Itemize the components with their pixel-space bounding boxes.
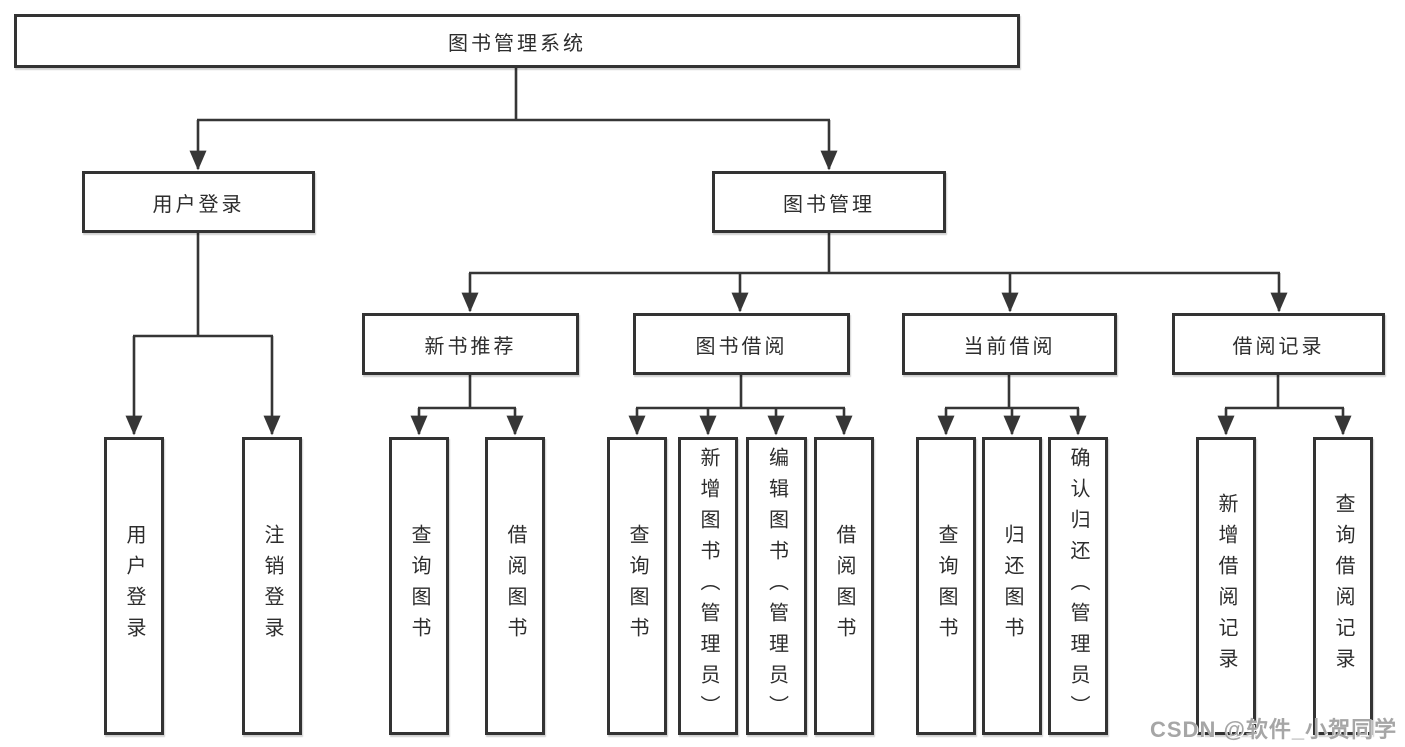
leaf-records-add-record: 新增借阅记录 <box>1196 437 1256 735</box>
leaf-newbook-query-books: 查询图书 <box>389 437 449 735</box>
leaf-user-login: 用户登录 <box>104 437 164 735</box>
node-label: 编辑图书（管理员） <box>765 446 788 726</box>
node-label: 查询图书 <box>408 524 430 648</box>
node-label: 新书推荐 <box>424 335 517 358</box>
node-book-management: 图书管理 <box>712 171 946 233</box>
node-label: 图书借阅 <box>695 335 788 358</box>
leaf-borrow-borrow-books: 借阅图书 <box>814 437 874 735</box>
node-label: 用户登录 <box>152 193 245 216</box>
leaf-records-query-record: 查询借阅记录 <box>1313 437 1373 735</box>
node-label: 新增借阅记录 <box>1215 493 1237 679</box>
node-root-library-system: 图书管理系统 <box>14 14 1020 68</box>
node-new-book-recommend: 新书推荐 <box>362 313 579 375</box>
leaf-borrow-query-books: 查询图书 <box>607 437 667 735</box>
node-label: 图书管理 <box>783 193 875 216</box>
node-label: 确认归还（管理员） <box>1067 446 1089 726</box>
node-book-borrowing: 图书借阅 <box>633 313 850 375</box>
node-label: 图书管理系统 <box>448 32 586 55</box>
leaf-newbook-borrow-books: 借阅图书 <box>485 437 545 735</box>
node-label: 查询图书 <box>626 524 648 648</box>
node-label: 查询图书 <box>935 524 957 648</box>
node-borrowing-records: 借阅记录 <box>1172 313 1385 375</box>
node-label: 用户登录 <box>123 524 145 648</box>
leaf-current-confirm-return-admin: 确认归还（管理员） <box>1048 437 1108 735</box>
node-label: 新增图书（管理员） <box>697 446 719 726</box>
node-user-login: 用户登录 <box>82 171 315 233</box>
node-label: 借阅图书 <box>504 524 526 648</box>
node-label: 注销登录 <box>261 524 283 648</box>
leaf-current-return-books: 归还图书 <box>982 437 1042 735</box>
leaf-current-query-books: 查询图书 <box>916 437 976 735</box>
leaf-logout: 注销登录 <box>242 437 302 735</box>
node-label: 查询借阅记录 <box>1332 493 1354 679</box>
leaf-borrow-add-books-admin: 新增图书（管理员） <box>678 437 738 735</box>
node-label: 借阅图书 <box>833 524 855 648</box>
watermark: CSDN @软件_小贺同学 <box>1150 717 1398 742</box>
node-label: 借阅记录 <box>1232 335 1325 358</box>
node-label: 归还图书 <box>1001 524 1023 648</box>
leaf-borrow-edit-books-admin: 编辑图书（管理员） <box>746 437 807 735</box>
node-label: 当前借阅 <box>963 335 1056 358</box>
node-current-borrowing: 当前借阅 <box>902 313 1117 375</box>
